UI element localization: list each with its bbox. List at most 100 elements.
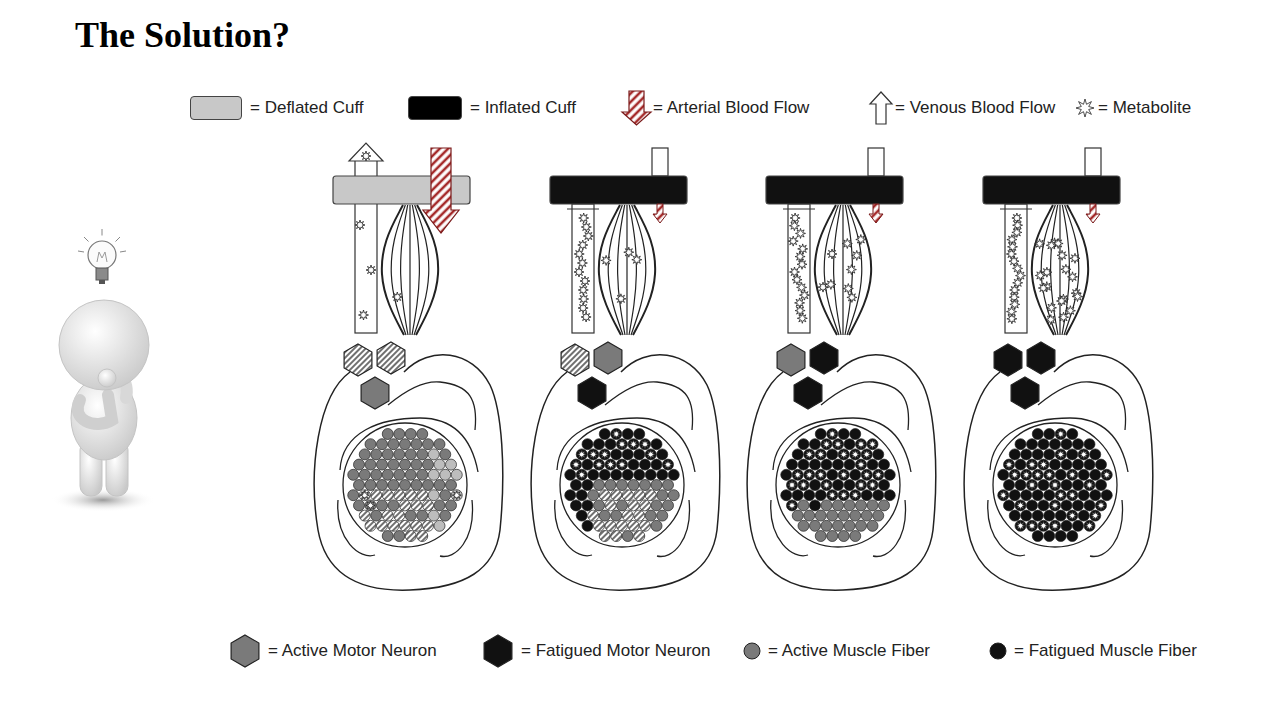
- fatigued-muscle-fiber: [1021, 490, 1032, 501]
- fatigued-muscle-fiber: [821, 480, 832, 491]
- fatigued-muscle-fiber: [1015, 439, 1026, 450]
- fatigued-muscle-fiber: [1044, 510, 1055, 521]
- fatigued-muscle-fiber: [1090, 469, 1101, 480]
- metabolite-star: [1056, 491, 1065, 500]
- fatigued-muscle-fiber: [1055, 490, 1066, 501]
- fatigued-muscle-fiber: [1032, 429, 1043, 440]
- muscle-cross-section: [776, 423, 900, 547]
- fatigued-motor-neuron: [794, 377, 822, 409]
- muscle-fiber: [605, 500, 616, 511]
- muscle-fiber: [365, 520, 376, 531]
- muscle-fiber: [867, 500, 878, 511]
- muscle-fiber: [657, 490, 668, 501]
- muscle-fiber-line: [629, 205, 636, 335]
- fatigued-muscle-fiber: [861, 449, 872, 460]
- fatigued-muscle-fiber: [798, 480, 809, 491]
- fatigued-muscle-fiber: [622, 429, 633, 440]
- fatigued-muscle-fiber: [787, 459, 798, 470]
- muscle-fiber: [417, 490, 428, 501]
- fatigued-muscle-fiber: [576, 449, 587, 460]
- metabolite-star: [580, 276, 590, 286]
- muscle-fiber-line: [1051, 205, 1058, 335]
- muscle-fiber: [371, 490, 382, 501]
- metabolite-star: [822, 440, 831, 449]
- fatigued-muscle-fiber: [605, 439, 616, 450]
- metabolite-star: [1028, 460, 1037, 469]
- fatigued-muscle-fiber: [867, 439, 878, 450]
- muscle-fiber: [423, 459, 434, 470]
- metabolite-star: [789, 221, 799, 231]
- muscle-fiber: [838, 531, 849, 542]
- metabolite-star: [805, 470, 814, 479]
- muscle-fiber: [371, 469, 382, 480]
- muscle-fiber: [810, 520, 821, 531]
- metabolite-star: [792, 275, 802, 285]
- metabolite-star: [1056, 430, 1065, 439]
- muscle-fiber: [622, 510, 633, 521]
- fatigued-muscle-fiber: [1078, 469, 1089, 480]
- vein-cap: [567, 209, 599, 210]
- metabolite-star: [856, 235, 866, 245]
- metabolite-star: [1079, 450, 1088, 459]
- arterial-arrow-sample: [622, 91, 651, 125]
- metabolite-star: [1068, 470, 1077, 479]
- metabolite-star: [1085, 481, 1094, 490]
- muscle-fiber: [634, 510, 645, 521]
- muscle-fiber: [394, 449, 405, 460]
- metabolite-star: [857, 440, 866, 449]
- fatigued-muscle-fiber: [657, 469, 668, 480]
- muscle-fiber: [354, 459, 365, 470]
- muscle-fiber: [394, 531, 405, 542]
- fatigued-muscle-fiber: [634, 449, 645, 460]
- metabolite-star: [1042, 267, 1052, 277]
- muscle-fiber: [446, 480, 457, 491]
- inflated-cuff: [766, 176, 903, 204]
- metabolite-star: [1010, 470, 1019, 479]
- metabolite-star: [1008, 242, 1018, 252]
- metabolite-star: [1028, 521, 1037, 530]
- muscle-fiber: [640, 500, 651, 511]
- legend-label: = Fatigued Motor Neuron: [521, 640, 710, 662]
- muscle-fiber: [354, 500, 365, 511]
- muscle-fiber-line: [834, 205, 841, 335]
- fatigued-muscle-fiber: [617, 459, 628, 470]
- metabolite-star: [601, 255, 611, 265]
- metabolite-star: [874, 470, 883, 479]
- fatigued-muscle-fiber: [1084, 459, 1095, 470]
- metabolite-star: [578, 285, 588, 295]
- metabolite-star: [452, 491, 461, 500]
- fatigued-muscle-fiber: [844, 439, 855, 450]
- muscle-fiber: [400, 520, 411, 531]
- metabolite-star: [1006, 249, 1016, 259]
- fatigued-muscle-fiber: [651, 439, 662, 450]
- metabolite-star: [851, 491, 860, 500]
- metabolite-star: [793, 470, 802, 479]
- lightbulb: [78, 229, 126, 284]
- fatigued-muscle-fiber: [827, 429, 838, 440]
- fatigued-muscle-fiber: [1073, 500, 1084, 511]
- muscle-fiber: [365, 500, 376, 511]
- fatigued-muscle-fiber: [576, 510, 587, 521]
- fatigued-muscle-fiber: [1009, 449, 1020, 460]
- fatigued-muscle-fiber: [1050, 500, 1061, 511]
- metabolite-star: [579, 213, 589, 223]
- muscle-fiber: [640, 520, 651, 531]
- fatigued-muscle-fiber: [1027, 459, 1038, 470]
- muscle-fiber: [844, 520, 855, 531]
- fatigued-muscle-fiber: [873, 449, 884, 460]
- vein: [788, 204, 810, 333]
- fatigued-muscle-fiber: [1050, 480, 1061, 491]
- metabolite-star: [1091, 511, 1100, 520]
- vein-cap: [1000, 209, 1032, 210]
- fatigued-muscle-fiber: [1009, 490, 1020, 501]
- metabolite-star: [826, 279, 836, 289]
- muscle-fiber: [434, 439, 445, 450]
- fatigued-muscle-fiber: [873, 469, 884, 480]
- metabolite-star: [790, 267, 800, 277]
- fatigued-muscle-fiber: [565, 469, 576, 480]
- muscle-fiber: [599, 531, 610, 542]
- muscle-fiber: [365, 480, 376, 491]
- metabolite-star: [572, 460, 581, 469]
- artery-stub: [1085, 148, 1101, 176]
- muscle-fiber: [617, 500, 628, 511]
